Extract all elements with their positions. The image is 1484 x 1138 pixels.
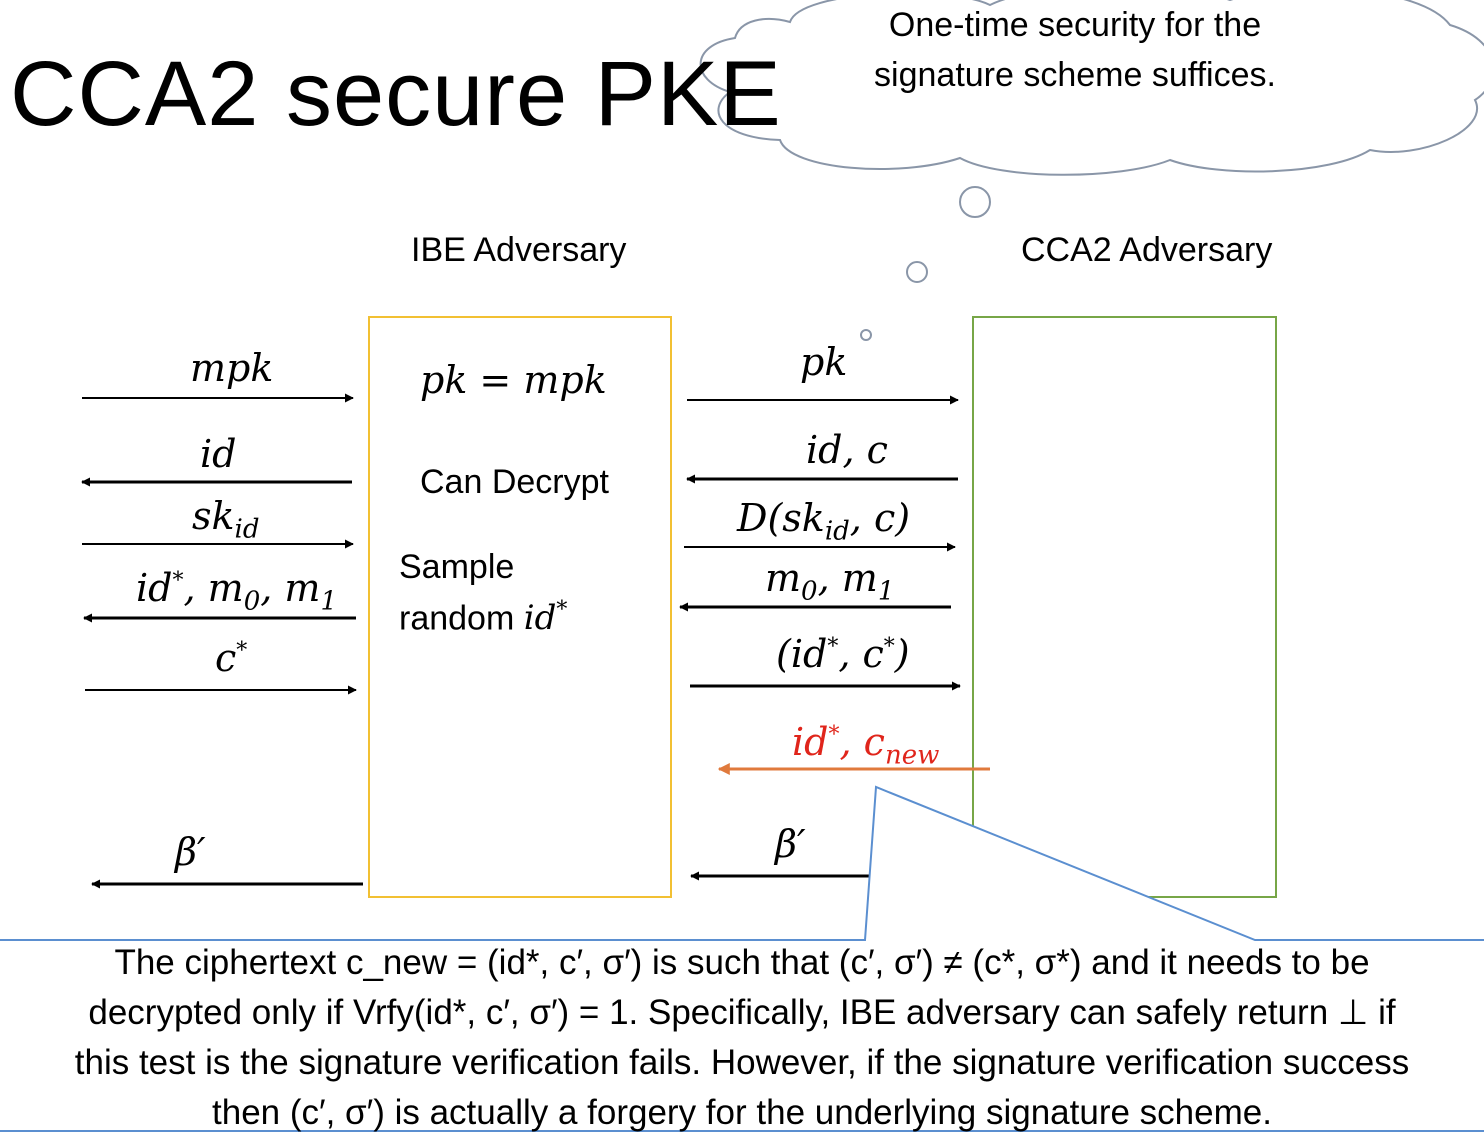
sample-random-word: random (399, 599, 515, 638)
label-decrypt: D(skid, c) (737, 496, 911, 547)
callout-line-2: decrypted only if Vrfy(id*, c′, σ′) = 1.… (88, 993, 1396, 1032)
label-beta-right: β′ (775, 822, 806, 866)
can-decrypt-text: Can Decrypt (420, 463, 609, 501)
thought-bubble-medium (906, 261, 928, 283)
label-c-star: c* (215, 636, 248, 680)
thought-cloud-text: One-time security for the signature sche… (800, 0, 1350, 100)
label-query: id, c (806, 428, 888, 472)
ibe-adversary-label: IBE Adversary (411, 231, 627, 269)
slide-title: CCA2 secure PKE (10, 43, 782, 145)
callout-line-4: then (c′, σ′) is actually a forgery for … (212, 1093, 1272, 1132)
ibe-adversary-box (368, 316, 672, 898)
pk-equals-mpk: pk = mpk (420, 358, 607, 402)
callout-line-3: this test is the signature verification … (74, 1043, 1410, 1082)
sample-text-line-2: random id* (399, 598, 567, 638)
cca2-adversary-box (972, 316, 1277, 898)
sample-text-line-1: Sample (399, 548, 515, 586)
thought-cloud-line-1: One-time security for the (888, 6, 1262, 44)
label-new-ciphertext: id*, cnew (792, 720, 940, 771)
cca2-adversary-label: CCA2 Adversary (1021, 231, 1273, 269)
label-messages: m0, m1 (765, 556, 895, 607)
thought-bubble-small (860, 329, 872, 341)
label-mpk: mpk (190, 346, 274, 390)
label-sk-id: skid (192, 494, 260, 545)
label-challenge-request: id*, m0, m1 (136, 566, 338, 617)
callout-border-top (0, 785, 1484, 941)
callout-line-1: The ciphertext c_new = (id*, c′, σ′) is … (114, 943, 1370, 982)
sample-id-var: id* (523, 598, 568, 639)
thought-cloud-line-2: signature scheme suffices. (874, 56, 1276, 94)
thought-bubble-large (959, 186, 991, 218)
label-challenge-ct: (id*, c*) (776, 632, 910, 676)
callout-shape (0, 787, 1484, 1131)
label-pk: pk (800, 340, 848, 384)
thought-cloud (699, 0, 1484, 176)
callout-text: The ciphertext c_new = (id*, c′, σ′) is … (0, 938, 1484, 1138)
label-id: id (200, 432, 237, 476)
label-beta-left: β′ (175, 830, 206, 874)
